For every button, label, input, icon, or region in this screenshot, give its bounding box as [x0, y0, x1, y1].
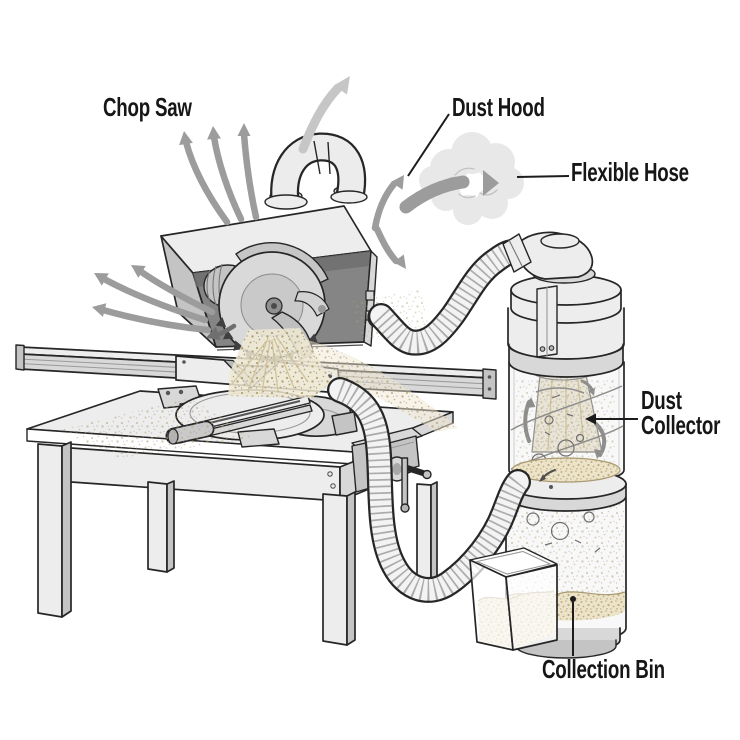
- label-chop-saw: Chop Saw: [103, 92, 226, 122]
- collection-bin-box: [469, 547, 558, 651]
- collector-sawdust: [511, 457, 621, 483]
- hood-top-arrows: [179, 76, 350, 226]
- dust-cloud: [419, 132, 524, 225]
- airflow-arrows: [92, 76, 524, 340]
- dust-collector-cylinder: [502, 231, 625, 484]
- label-dust-hood-text: Dust Hood: [452, 92, 545, 122]
- label-leader-lines: [407, 113, 638, 656]
- label-collection-bin-text: Collection Bin: [542, 654, 665, 684]
- flexible-hose-upper: [368, 239, 526, 356]
- label-collection-bin: Collection Bin: [542, 654, 713, 684]
- hood-elbow-pipe: [264, 132, 368, 210]
- label-dust-collector-text: Dust Collector: [641, 385, 721, 440]
- label-flexible-hose: Flexible Hose: [571, 157, 735, 187]
- label-dust-hood: Dust Hood: [452, 92, 581, 122]
- sawdust-spray: [60, 290, 458, 458]
- flexible-hose-lower: [327, 377, 531, 603]
- hood-right-arrows: [371, 170, 499, 269]
- hood-left-arrows: [92, 265, 237, 340]
- label-chop-saw-text: Chop Saw: [103, 92, 192, 122]
- label-dust-collector: Dust Collector: [641, 385, 740, 440]
- label-flexible-hose-text: Flexible Hose: [571, 157, 689, 187]
